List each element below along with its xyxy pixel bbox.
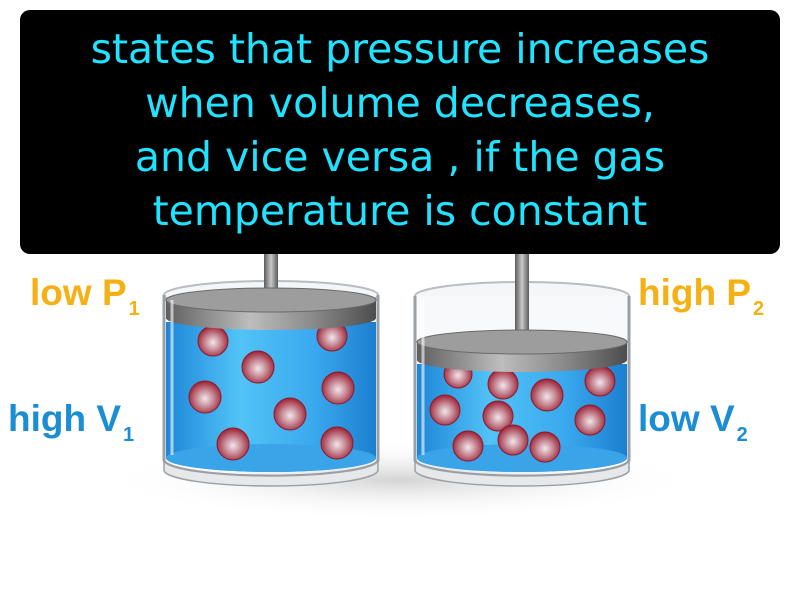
left-pressure-subscript: 1	[128, 298, 140, 320]
left-volume-text: high V	[8, 398, 122, 439]
definition-line: and vice versa , if the gas	[134, 133, 666, 181]
gas-particle	[452, 430, 484, 462]
piston-rod	[515, 254, 529, 342]
definition-line: states that pressure increases	[90, 25, 710, 73]
gas-particle	[241, 350, 275, 384]
gas-particle	[273, 397, 307, 431]
left-cylinder	[162, 254, 380, 487]
gas-particle	[530, 378, 564, 412]
gas-particle	[429, 394, 461, 426]
gas-particle	[529, 431, 561, 463]
right-volume-subscript: 2	[736, 424, 748, 446]
right-cylinder	[413, 254, 631, 487]
gas-particle	[482, 400, 514, 432]
gas-particle	[197, 325, 229, 357]
left-volume-subscript: 1	[123, 424, 135, 446]
gas-particle	[584, 365, 616, 397]
left-pressure-text: low P	[30, 272, 127, 313]
right-pressure-text: high P	[638, 272, 752, 313]
right-volume-text: low V	[638, 398, 735, 439]
gas-particle	[487, 368, 519, 400]
gas-particle	[574, 404, 606, 436]
definition-line: temperature is constant	[152, 187, 648, 235]
gas-particle	[216, 427, 250, 461]
gas-particle	[321, 371, 355, 405]
gas-particle	[497, 424, 529, 456]
gas-particle	[320, 426, 354, 460]
definition-caption: states that pressure increases when volu…	[20, 10, 780, 254]
right-pressure-subscript: 2	[753, 298, 765, 320]
definition-line: when volume decreases,	[145, 79, 655, 127]
gas-particle	[188, 380, 222, 414]
